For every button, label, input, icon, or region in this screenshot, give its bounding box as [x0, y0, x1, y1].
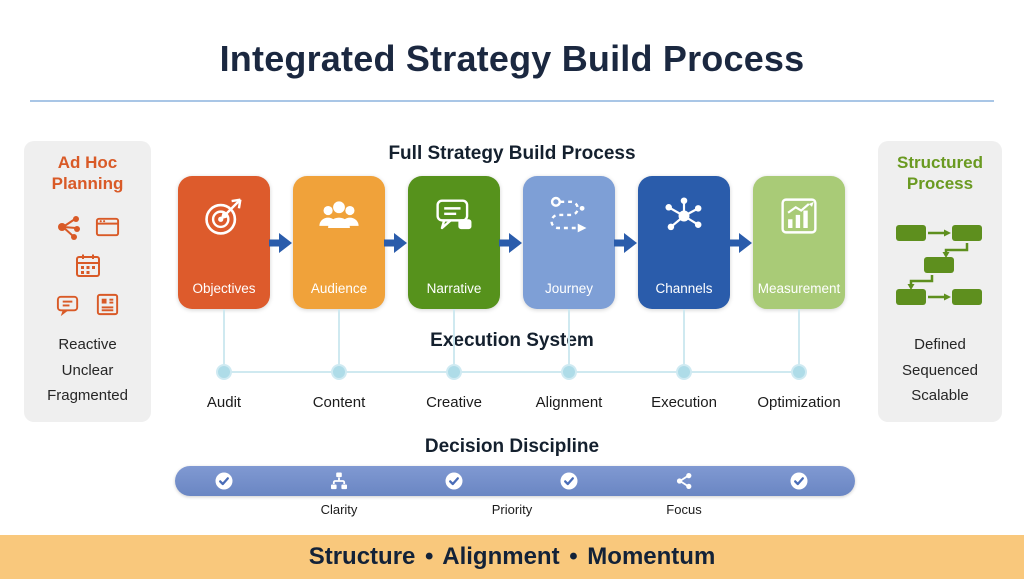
decision-label: Priority: [491, 502, 533, 517]
step-label: Journey: [544, 281, 594, 296]
execution-drop-line: [568, 309, 570, 372]
trait: Unclear: [61, 361, 114, 379]
check-icon: [789, 471, 809, 491]
execution-drop-line: [453, 309, 455, 372]
execution-dot: [676, 364, 692, 380]
footer-text: Structure • Alignment • Momentum: [308, 543, 716, 570]
structured-icons: [894, 204, 986, 332]
execution-label: Optimization: [757, 394, 841, 411]
route-icon: [545, 192, 593, 240]
decision-label: Focus: [666, 502, 702, 517]
step-label: Objectives: [192, 281, 256, 296]
decision-label: Clarity: [320, 502, 358, 517]
flow-arrow-icon: [729, 233, 753, 253]
execution-label: Alignment: [535, 394, 603, 411]
step-label: Audience: [310, 281, 368, 296]
execution-drop-line: [798, 309, 800, 372]
people-icon: [315, 192, 363, 240]
step-channels: Channels: [638, 176, 730, 309]
execution-dot: [446, 364, 462, 380]
structured-traits: Defined Sequenced Scalable: [902, 332, 978, 408]
execution-connector-line: [224, 371, 799, 373]
execution-title: Execution System: [430, 330, 594, 351]
share-icon: [674, 471, 694, 491]
ad-hoc-title: Ad Hoc Planning: [51, 153, 124, 193]
decision-bar: [175, 466, 855, 496]
structured-title: Structured Process: [897, 153, 983, 193]
trait: Defined: [914, 336, 966, 354]
execution-label: Content: [312, 394, 366, 411]
step-audience: Audience: [293, 176, 385, 309]
process-title: Full Strategy Build Process: [388, 143, 636, 164]
document-icon: [94, 291, 121, 323]
flow-arrow-icon: [269, 233, 293, 253]
flow-arrow-icon: [499, 233, 523, 253]
trait: Fragmented: [47, 386, 128, 404]
calendar-icon: [74, 252, 102, 285]
trait: Reactive: [58, 336, 117, 354]
speech-icon: [430, 192, 478, 240]
execution-label: Execution: [651, 394, 717, 411]
check-icon: [559, 471, 579, 491]
step-label: Measurement: [757, 281, 841, 296]
decision-title: Decision Discipline: [424, 436, 600, 457]
execution-label: Audit: [206, 394, 242, 411]
flow-arrow-icon: [384, 233, 408, 253]
ad-hoc-icons: [54, 204, 121, 332]
ad-hoc-panel: Ad Hoc Planning: [24, 141, 151, 422]
flowchart-icon: [894, 219, 986, 318]
check-icon: [214, 471, 234, 491]
trait: Scalable: [911, 386, 969, 404]
step-journey: Journey: [523, 176, 615, 309]
execution-dot: [791, 364, 807, 380]
page-title: Integrated Strategy Build Process: [219, 38, 805, 79]
network-hub-icon: [660, 192, 708, 240]
step-objectives: Objectives: [178, 176, 270, 309]
network-icon: [54, 213, 82, 246]
title-divider: [30, 100, 994, 102]
chart-icon: [775, 192, 823, 240]
step-narrative: Narrative: [408, 176, 500, 309]
chat-icon: [55, 291, 82, 323]
trait: Sequenced: [902, 361, 978, 379]
ad-hoc-traits: Reactive Unclear Fragmented: [47, 332, 128, 408]
execution-dot: [216, 364, 232, 380]
step-measurement: Measurement: [753, 176, 845, 309]
footer: Structure • Alignment • Momentum: [0, 535, 1024, 579]
execution-drop-line: [223, 309, 225, 372]
browser-icon: [94, 214, 121, 246]
flow-arrow-icon: [614, 233, 638, 253]
step-label: Channels: [655, 281, 713, 296]
structured-panel: Structured Process: [878, 141, 1002, 422]
execution-label: Creative: [426, 394, 482, 411]
execution-drop-line: [338, 309, 340, 372]
execution-drop-line: [683, 309, 685, 372]
target-icon: [200, 192, 248, 240]
check-icon: [444, 471, 464, 491]
hierarchy-icon: [329, 471, 349, 491]
execution-dot: [561, 364, 577, 380]
step-label: Narrative: [426, 281, 482, 296]
execution-dot: [331, 364, 347, 380]
